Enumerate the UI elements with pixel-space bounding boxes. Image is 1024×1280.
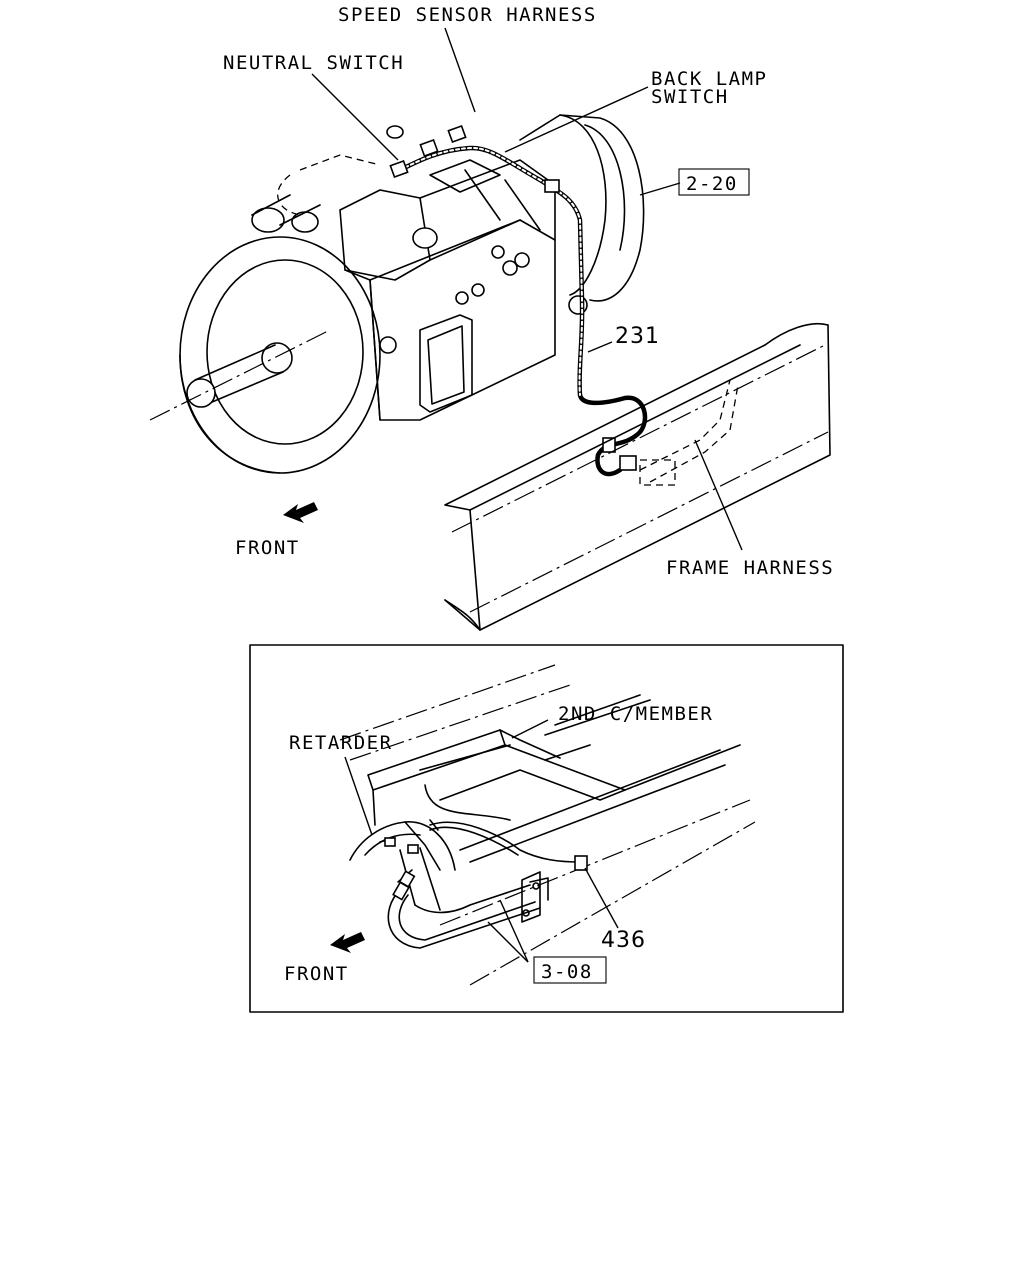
callout-3-08-text: 3-08 bbox=[541, 961, 593, 983]
label-neutral-switch: NEUTRAL SWITCH bbox=[223, 52, 404, 74]
callout-box-3-08: 3-08 bbox=[533, 956, 607, 984]
front-arrow-inset-icon bbox=[330, 932, 365, 953]
speed-sensor-harness bbox=[389, 124, 648, 477]
label-part-436: 436 bbox=[601, 928, 646, 953]
transmission-assembly bbox=[149, 114, 645, 474]
callout-2-20-text: 2-20 bbox=[686, 173, 738, 195]
label-second-crossmember: 2ND C/MEMBER bbox=[558, 703, 713, 725]
label-part-231: 231 bbox=[615, 324, 660, 349]
leader-lines-top bbox=[311, 27, 743, 551]
label-front-inset: FRONT bbox=[284, 963, 349, 985]
inset-frame bbox=[249, 644, 844, 1013]
front-arrow-icon bbox=[283, 502, 318, 523]
leader-lines-inset bbox=[344, 719, 619, 963]
callout-box-2-20: 2-20 bbox=[678, 168, 750, 196]
label-speed-sensor-harness: SPEED SENSOR HARNESS bbox=[338, 4, 597, 26]
label-retarder: RETARDER bbox=[289, 732, 393, 754]
frame-rail bbox=[444, 322, 831, 631]
label-frame-harness: FRAME HARNESS bbox=[666, 557, 834, 579]
label-back-lamp-switch-1: BACK LAMP bbox=[651, 68, 767, 90]
inset-chassis bbox=[339, 664, 756, 986]
label-back-lamp-switch-2: SWITCH bbox=[651, 86, 729, 108]
label-front-top: FRONT bbox=[235, 537, 300, 559]
